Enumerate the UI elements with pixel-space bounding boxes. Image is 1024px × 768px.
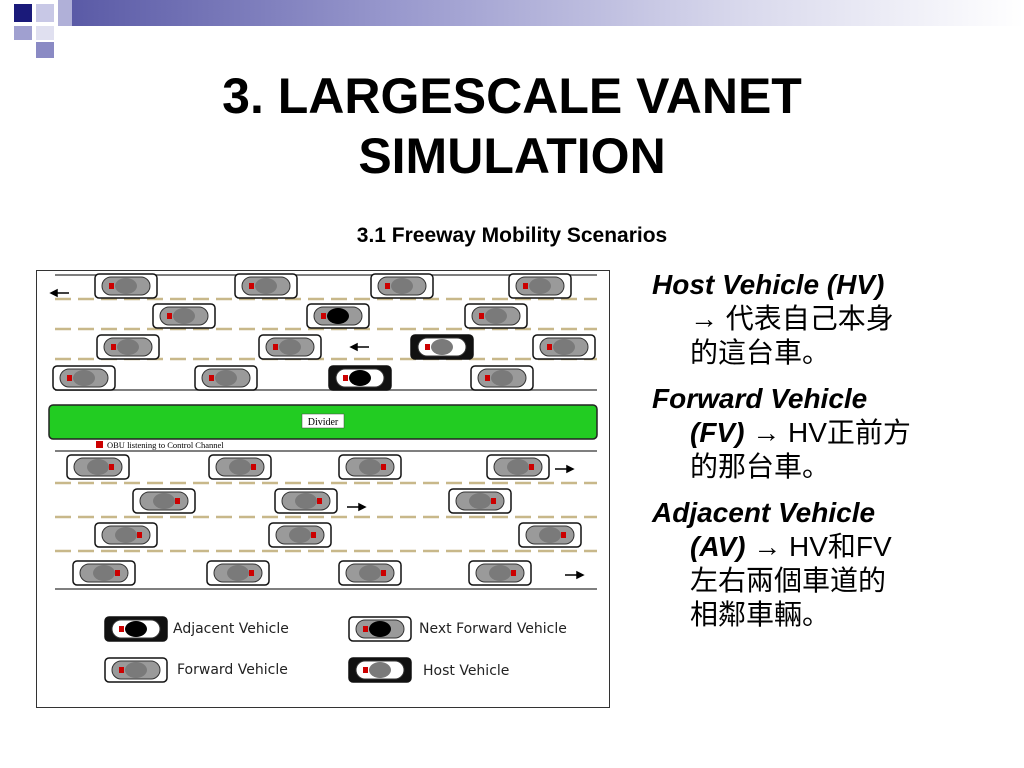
term-adjacent-vehicle-abbr: (AV): [690, 531, 746, 562]
vehicle-icon: [206, 560, 270, 586]
vehicle-icon: [66, 454, 130, 480]
decor-square: [14, 4, 32, 22]
direction-arrow-left: [349, 342, 369, 352]
vehicle-icon: [94, 273, 158, 299]
definition-text: 代表自己本身: [718, 303, 894, 334]
vehicle-icon: [338, 454, 402, 480]
term-forward-vehicle: Forward Vehicle: [652, 383, 868, 414]
arrow-icon: →: [753, 531, 782, 562]
decor-square: [36, 4, 54, 22]
decor-square: [36, 26, 54, 40]
decor-square: [58, 0, 72, 26]
vehicle-icon: [94, 522, 158, 548]
direction-arrow-right: [555, 464, 575, 474]
term-host-vehicle: Host Vehicle (HV): [652, 269, 885, 300]
decor-square: [14, 26, 32, 40]
legend-host-label: Host Vehicle: [423, 663, 509, 679]
divider-label-box: [301, 413, 345, 429]
vehicle-icon: [152, 303, 216, 329]
term-forward-vehicle-abbr: (FV): [690, 417, 745, 448]
host-vehicle-icon: [410, 334, 474, 360]
definition-text: 左右兩個車道的: [690, 565, 887, 596]
obu-label: OBU listening to Control Channel: [107, 440, 224, 450]
vehicle-icon: [274, 488, 338, 514]
definition-text: HV正前方: [780, 417, 911, 448]
definition-text: 相鄰車輛。: [690, 599, 831, 630]
definitions-panel: Host Vehicle (HV) → 代表自己本身 的這台車。 Forward…: [652, 268, 982, 644]
vehicle-icon: [72, 560, 136, 586]
legend-adjacent-label: Adjacent Vehicle: [173, 621, 289, 637]
definition-forward-vehicle: Forward Vehicle (FV) → HV正前方 的那台車。: [652, 382, 982, 484]
title-line-1: 3. LARGESCALE VANET: [222, 68, 802, 124]
arrow-icon: →: [752, 417, 781, 448]
vehicle-icon: [468, 560, 532, 586]
vehicle-icon: [258, 334, 322, 360]
vehicle-icon: [532, 334, 596, 360]
vehicle-icon: [518, 522, 582, 548]
definition-text: 的這台車。: [690, 337, 831, 368]
arrow-icon: →: [690, 303, 718, 334]
definition-host-vehicle: Host Vehicle (HV) → 代表自己本身 的這台車。: [652, 268, 982, 370]
slide-subtitle: 3.1 Freeway Mobility Scenarios: [356, 224, 668, 247]
legend-forward-label: Forward Vehicle: [177, 662, 288, 678]
decor-square: [36, 42, 54, 58]
divider-label: Divider: [308, 417, 339, 428]
legend-next-forward-label: Next Forward Vehicle: [419, 621, 567, 637]
title-line-2: SIMULATION: [358, 128, 666, 184]
vehicle-icon: [486, 454, 550, 480]
legend-next-forward-icon: [348, 616, 412, 642]
vehicle-icon: [508, 273, 572, 299]
adjacent-vehicle-icon: [328, 365, 392, 391]
vehicle-icon: [464, 303, 528, 329]
vehicle-icon: [52, 365, 116, 391]
vehicle-icon: [234, 273, 298, 299]
freeway-scenario-figure: Divider OBU listening to Control Channel…: [36, 270, 610, 708]
vehicle-icon: [194, 365, 258, 391]
vehicle-icon: [96, 334, 160, 360]
vehicle-icon: [370, 273, 434, 299]
freeway-diagram: Divider OBU listening to Control Channel…: [48, 273, 598, 683]
vehicle-icon: [470, 365, 534, 391]
vehicle-icon: [268, 522, 332, 548]
vehicle-icon: [448, 488, 512, 514]
vehicle-icon: [208, 454, 272, 480]
direction-arrow-right: [565, 570, 585, 580]
legend-adjacent-icon: [104, 616, 168, 642]
legend-host-icon: [348, 657, 412, 683]
direction-arrow-right: [347, 502, 367, 512]
legend-forward-icon: [104, 657, 168, 683]
direction-arrow-left: [49, 288, 69, 298]
next-forward-vehicle-icon: [306, 303, 370, 329]
definition-text: HV和FV: [781, 531, 892, 562]
vehicle-icon: [338, 560, 402, 586]
header-gradient-bar: [70, 0, 1024, 26]
term-adjacent-vehicle: Adjacent Vehicle: [652, 497, 876, 528]
slide-title: 3. LARGESCALE VANET SIMULATION: [60, 66, 964, 186]
header-decoration: [0, 0, 1024, 62]
vehicle-icon: [132, 488, 196, 514]
obu-marker: [96, 441, 103, 448]
definition-adjacent-vehicle: Adjacent Vehicle (AV) → HV和FV 左右兩個車道的 相鄰…: [652, 496, 982, 632]
definition-text: 的那台車。: [690, 451, 831, 482]
